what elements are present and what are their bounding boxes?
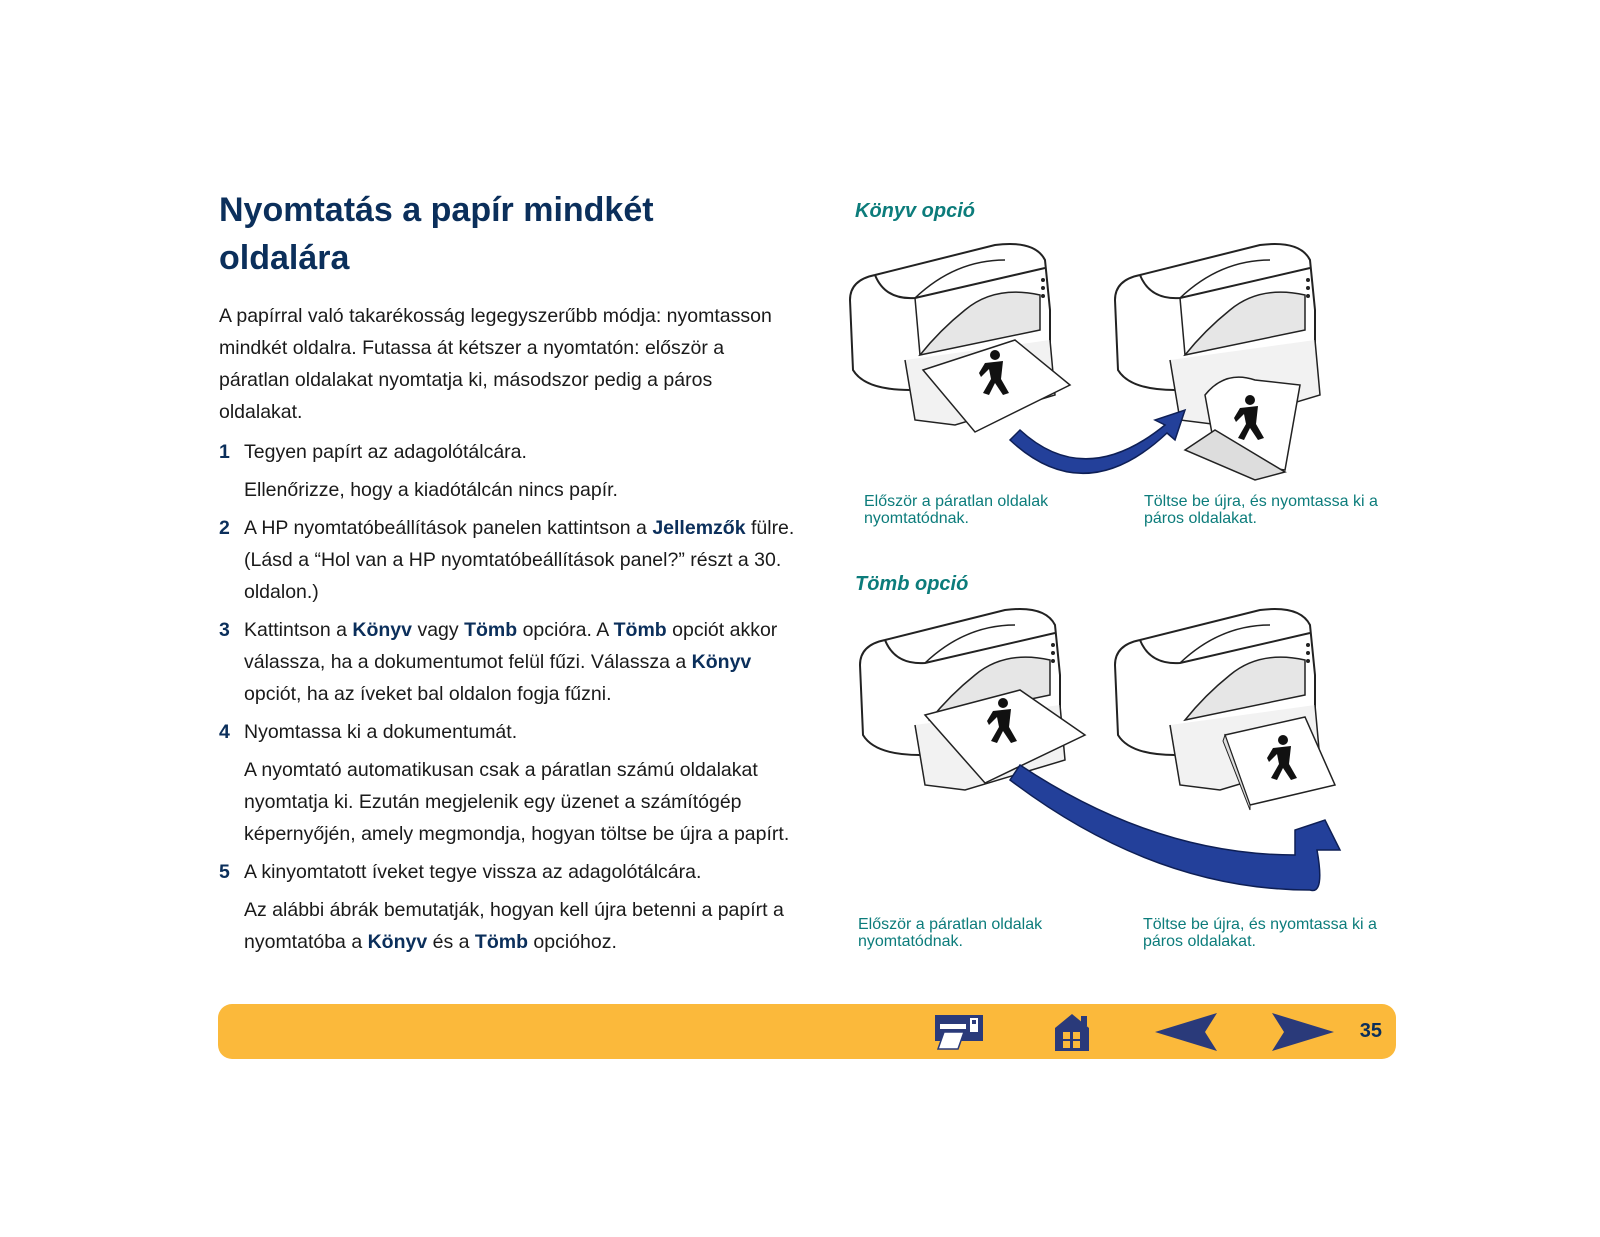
arrow-right-icon[interactable] [1270, 1012, 1336, 1052]
step-text: Kattintson a Könyv vagy Tömb opcióra. A … [244, 619, 778, 705]
tomb-label: Tömb [464, 619, 518, 641]
jellemzok-label: Jellemzők [652, 517, 746, 539]
step-note: Az alábbi ábrák bemutatják, hogyan kell … [244, 899, 784, 953]
page-number: 35 [1359, 1020, 1382, 1042]
step-number: 2 [219, 517, 230, 539]
book-caption-left: Először a páratlan oldalak nyomtatódnak. [864, 493, 1049, 527]
tomb-label: Tömb [474, 931, 528, 953]
tablet-caption-left: Először a páratlan oldalak nyomtatódnak. [858, 916, 1043, 950]
intro-paragraph: A papírral való takarékosság legegyszerű… [219, 305, 772, 423]
step-number: 3 [219, 619, 230, 641]
konyv-label: Könyv [367, 931, 428, 953]
tablet-option-illustration [859, 608, 1342, 892]
navigation-bar: 35 [218, 1004, 1396, 1059]
step-text: Tegyen papírt az adagolótálcára. [244, 441, 527, 463]
step-5: 5 A kinyomtatott íveket tegye vissza az … [219, 856, 799, 958]
step-text: A HP nyomtatóbeállítások panelen kattint… [244, 517, 795, 603]
book-option-heading: Könyv opció [855, 200, 976, 222]
arrow-left-icon[interactable] [1153, 1012, 1219, 1052]
step-1: 1 Tegyen papírt az adagolótálcára. Ellen… [219, 436, 799, 506]
book-option-illustration [849, 243, 1321, 481]
tablet-caption-right: Töltse be újra, és nyomtassa ki a páros … [1143, 916, 1377, 950]
home-icon[interactable] [1053, 1012, 1091, 1052]
step-number: 4 [219, 721, 230, 743]
printer-icon[interactable] [934, 1014, 984, 1050]
step-note: A nyomtató automatikusan csak a páratlan… [244, 759, 790, 845]
step-2: 2 A HP nyomtatóbeállítások panelen katti… [219, 512, 799, 608]
step-4: 4 Nyomtassa ki a dokumentumát. A nyomtat… [219, 716, 799, 850]
tomb-label: Tömb [613, 619, 667, 641]
step-number: 5 [219, 861, 230, 883]
konyv-label: Könyv [691, 651, 752, 673]
step-3: 3 Kattintson a Könyv vagy Tömb opcióra. … [219, 614, 799, 710]
book-caption-right: Töltse be újra, és nyomtassa ki a páros … [1144, 493, 1378, 527]
step-text: Nyomtassa ki a dokumentumát. [244, 721, 518, 743]
step-number: 1 [219, 441, 230, 463]
step-text: A kinyomtatott íveket tegye vissza az ad… [244, 861, 702, 883]
page-title: Nyomtatás a papír mindkét oldalára [219, 191, 654, 277]
konyv-label: Könyv [352, 619, 413, 641]
steps-list: 1 Tegyen papírt az adagolótálcára. Ellen… [219, 436, 799, 964]
tablet-option-heading: Tömb opció [855, 573, 969, 595]
step-note: Ellenőrizze, hogy a kiadótálcán nincs pa… [244, 479, 618, 501]
